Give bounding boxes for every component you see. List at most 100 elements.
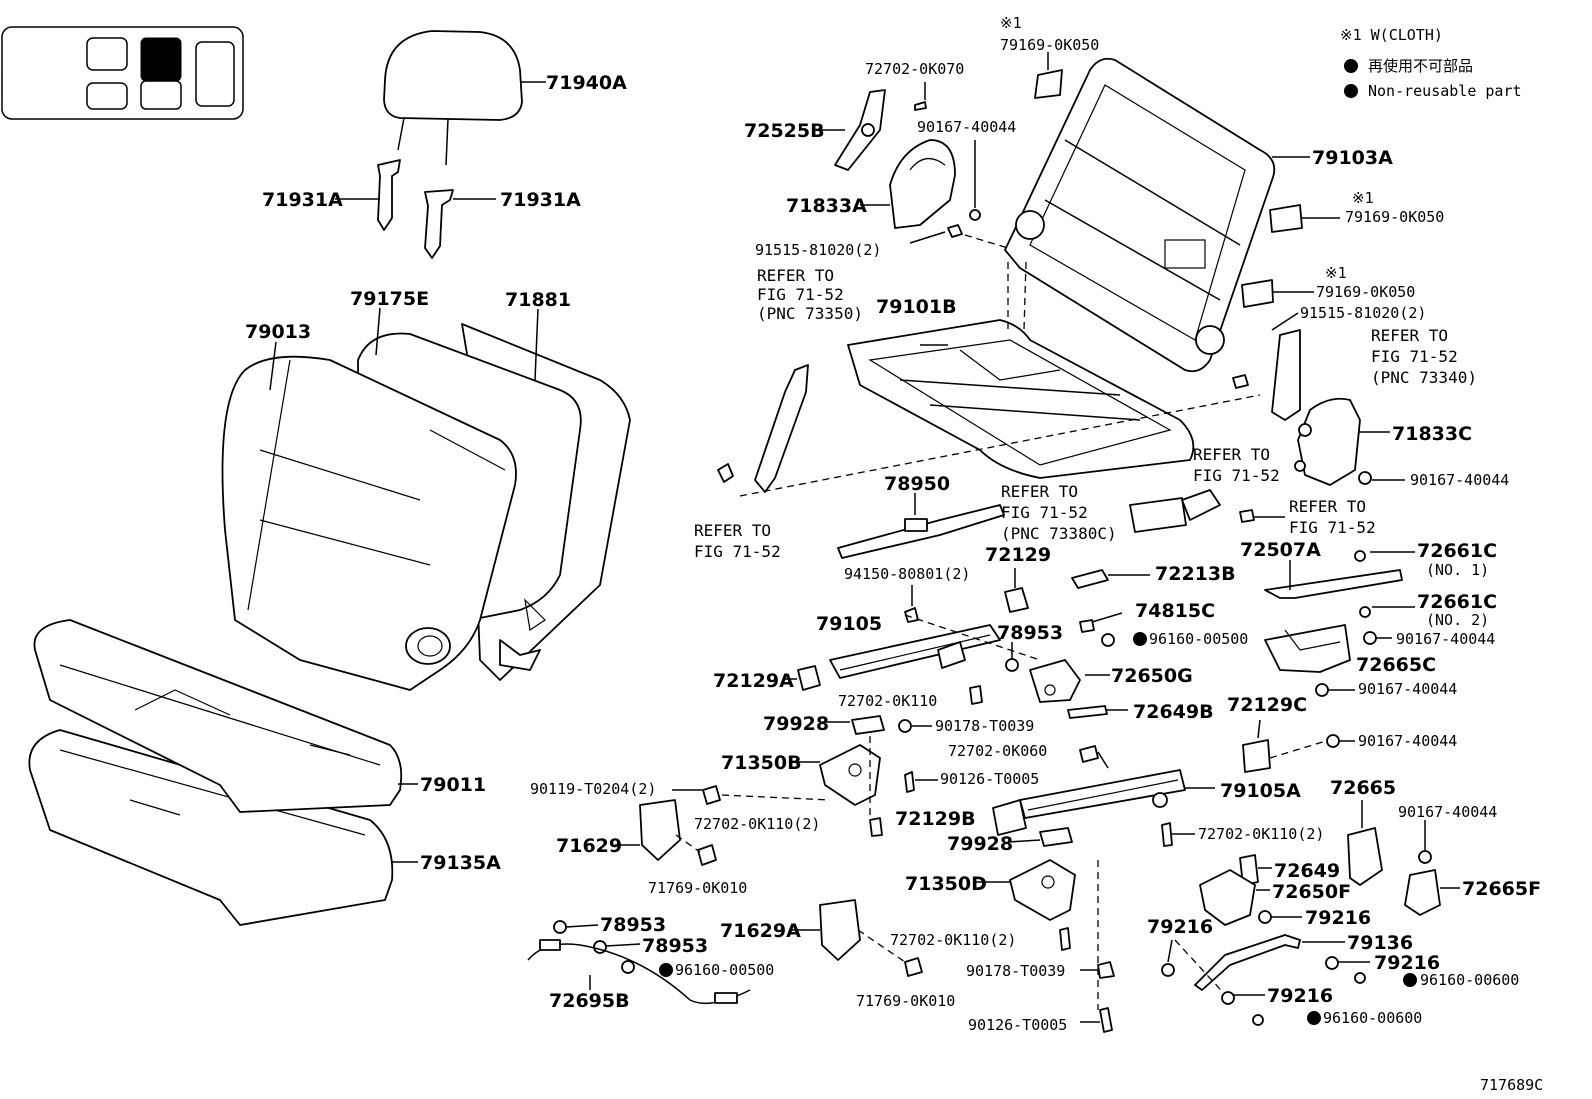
headrest-group [335, 30, 546, 259]
refer-pnc-73340: REFER TO FIG 71-52 (PNC 73340) [1371, 326, 1477, 387]
label-no2: (NO. 2) [1426, 611, 1489, 629]
cover-72129C [1242, 739, 1271, 773]
label-72702-0K110-b: 72702-0K110(2) [694, 815, 820, 833]
label-79135A: 79135A [420, 852, 501, 874]
label-90119-T0204: 90119-T0204(2) [530, 780, 656, 798]
spring-72649B [1067, 705, 1108, 719]
label-74815C: 74815C [1135, 600, 1215, 622]
legend-note-mark: ※1 W(CLOTH) [1340, 26, 1443, 44]
label-72702-0K110-a: 72702-0K110 [838, 692, 937, 710]
plate-79928-a [851, 715, 885, 735]
bottom-right-parts [975, 854, 1417, 1033]
label-79169-0K050-b: 79169-0K050 [1345, 208, 1444, 226]
rod-79136 [1194, 934, 1301, 991]
label-79169-0K050-c: 79169-0K050 [1316, 283, 1415, 301]
cushion-group [28, 619, 418, 926]
top-small-parts [818, 52, 1340, 308]
legend-nonreusable-en: Non-reusable part [1368, 82, 1522, 100]
cover-79169-b [1269, 204, 1303, 233]
refer-fig-71-52-c: REFER TO FIG 71-52 [694, 521, 781, 561]
label-91515-81020-a: 91515-81020(2) [755, 241, 881, 259]
right-lower-parts [1242, 624, 1460, 916]
cover-71833C [1297, 397, 1361, 486]
label-90167-40044-a: 90167-40044 [917, 118, 1016, 136]
label-72665F: 72665F [1462, 878, 1541, 900]
label-71931A-left: 71931A [262, 189, 343, 211]
rail-79105 [829, 624, 1001, 679]
label-96160-00600-a: 96160-00600 [1420, 971, 1519, 989]
label-79216-b: 79216 [1147, 916, 1213, 938]
label-72665: 72665 [1330, 777, 1396, 799]
label-71881: 71881 [505, 289, 571, 311]
label-78953-b: 78953 [600, 914, 666, 936]
label-71350B: 71350B [721, 752, 802, 774]
back-cover-79013 [221, 355, 517, 691]
nonreusable-dot-icon [1344, 84, 1358, 98]
label-90167-40044-f: 90167-40044 [1398, 803, 1497, 821]
cover-79169-a [1034, 69, 1063, 99]
label-72649: 72649 [1274, 860, 1340, 882]
refer-pnc-73380C: REFER TO FIG 71-52 (PNC 73380C) [1001, 482, 1117, 543]
cover-72129B [992, 799, 1027, 836]
label-72695B: 72695B [549, 990, 630, 1012]
back-frame-79103A [1004, 57, 1276, 373]
note-mark-c: ※1 [1325, 264, 1347, 282]
label-71769-0K010-b: 71769-0K010 [856, 992, 955, 1010]
label-72702-0K110-d: 72702-0K110(2) [890, 931, 1016, 949]
label-90167-40044-d: 90167-40044 [1358, 680, 1457, 698]
cover-71833A [889, 139, 956, 229]
label-72702-0K070: 72702-0K070 [865, 60, 964, 78]
right-side-parts [1129, 312, 1405, 533]
legend-nonreusable-jp: 再使用不可部品 [1368, 57, 1473, 75]
label-78953-c: 78953 [642, 935, 708, 957]
label-90178-T0039-b: 90178-T0039 [966, 962, 1065, 980]
label-90178-T0039-a: 90178-T0039 [935, 717, 1034, 735]
label-72129A: 72129A [713, 670, 794, 692]
label-79216-a: 79216 [1305, 907, 1371, 929]
lock-72650F [1199, 869, 1256, 926]
label-71769-0K010-a: 71769-0K010 [648, 879, 747, 897]
label-71629A: 71629A [720, 920, 801, 942]
seatback-frame-group [1004, 57, 1310, 373]
guide-left [377, 159, 401, 231]
label-72650F: 72650F [1272, 881, 1351, 903]
cushion-cover-79011 [33, 619, 403, 813]
nonreusable-dot-icon [1344, 59, 1358, 73]
cover-72665 [1347, 827, 1383, 886]
label-72507A: 72507A [1240, 539, 1321, 561]
label-79013: 79013 [245, 321, 311, 343]
cushion-pad-79135A [28, 729, 394, 926]
latch-71350B [819, 744, 881, 806]
label-71940A: 71940A [546, 72, 627, 94]
label-90167-40044-e: 90167-40044 [1358, 732, 1457, 750]
label-90167-40044-b: 90167-40044 [1410, 471, 1509, 489]
label-79175E: 79175E [350, 288, 429, 310]
label-90167-40044-c: 90167-40044 [1396, 630, 1495, 648]
label-72702-0K110-c: 72702-0K110(2) [1198, 825, 1324, 843]
cover-79169-c [1241, 279, 1274, 308]
refer-fig-71-52-a: REFER TO FIG 71-52 [1193, 445, 1280, 485]
bracket-72507A [1264, 569, 1403, 599]
figure-id: 717689C [1480, 1076, 1543, 1094]
label-72661C-1: 72661C [1417, 540, 1497, 562]
lock-72650G [1029, 659, 1081, 703]
label-79105: 79105 [816, 613, 882, 635]
label-72702-0K060: 72702-0K060 [948, 742, 1047, 760]
cover-72129 [1004, 587, 1029, 613]
label-79011: 79011 [420, 774, 486, 796]
seat-position-icon [1, 26, 244, 120]
label-96160-00500-a: 96160-00500 [1149, 630, 1248, 648]
headrest-shape [383, 30, 523, 121]
lever-72525B [834, 89, 886, 171]
label-72129: 72129 [985, 544, 1051, 566]
guide-right [424, 189, 454, 259]
cushion-frame-79101B [847, 319, 1195, 479]
label-71833A: 71833A [786, 195, 867, 217]
label-79216-d: 79216 [1267, 985, 1333, 1007]
label-72213B: 72213B [1155, 563, 1236, 585]
label-71629: 71629 [556, 835, 622, 857]
label-78953-a: 78953 [997, 622, 1063, 644]
label-71350D: 71350D [905, 873, 987, 895]
bolt-74815C [1079, 619, 1095, 633]
clip-72213B [1071, 569, 1109, 589]
